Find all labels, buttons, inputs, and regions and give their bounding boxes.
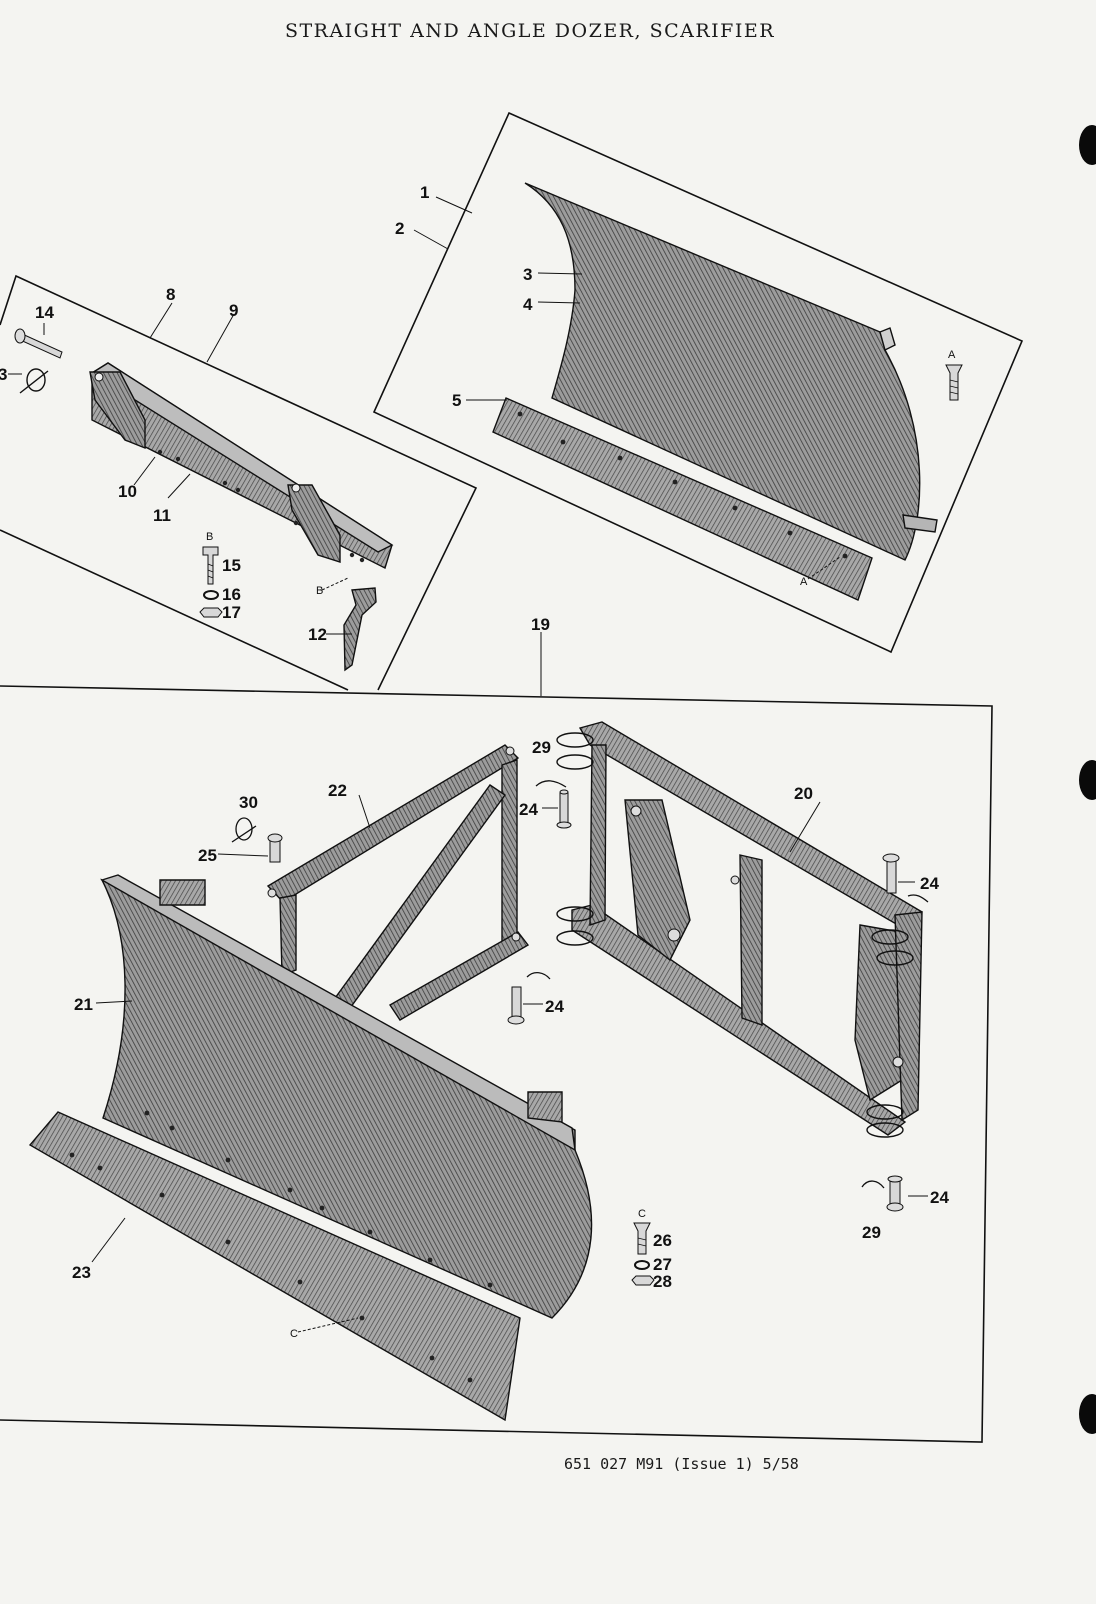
callout-9: 9 [229,301,238,320]
callout-4: 4 [523,295,533,314]
push-frame-20 [556,721,923,1138]
callout-27: 27 [653,1255,672,1274]
angle-dozer-blade-21 [100,874,593,1319]
letter-A-blade: A [800,576,808,588]
letter-A-bolt: A [948,349,956,361]
document-reference: 651 027 M91 (Issue 1) 5/58 [564,1455,799,1473]
pin-24-right [882,853,900,894]
callout-14: 14 [35,303,54,322]
callout-28: 28 [653,1272,672,1291]
bolt-C-stack [631,1222,655,1286]
letter-C-bolt: C [638,1208,646,1220]
letter-B-bar: B [316,585,323,597]
callout-24-top: 24 [519,800,538,819]
callout-11: 11 [153,506,171,525]
callout-23: 23 [72,1263,91,1282]
callout-16: 16 [222,585,241,604]
straight-dozer-frame [372,111,1024,654]
scarifier-panel [0,274,478,691]
angle-dozer-panel [0,632,993,1443]
brace-22 [266,744,530,1021]
callout-22: 22 [328,781,347,800]
clip-middle [526,972,551,980]
pin-24-middle [507,986,525,1025]
letter-B-bolt: B [206,531,213,543]
callout-2: 2 [395,219,404,238]
bolt-B-stack [199,546,223,618]
callout-24-middle: 24 [545,997,564,1016]
callout-1: 1 [420,183,429,202]
callout-29-lower: 29 [862,1223,881,1242]
callout-12: 12 [308,625,327,644]
clip-3 [19,368,49,394]
callout-5: 5 [452,391,461,410]
callout-24-lower: 24 [930,1188,949,1207]
callout-26: 26 [653,1231,672,1250]
pin-14 [14,328,63,359]
straight-dozer-blade [524,182,938,561]
straight-dozer-panel [372,111,1024,654]
cutting-edge-23 [28,1111,521,1422]
callout-8: 8 [166,285,175,304]
clip-29-top [535,780,567,788]
straight-dozer-cutting-edge [492,397,873,601]
callout-labels: 1 2 3 4 5 8 9 10 11 12 3 14 15 16 17 19 … [0,183,949,1291]
page-title: STRAIGHT AND ANGLE DOZER, SCARIFIER [285,20,775,42]
callout-21: 21 [74,995,93,1014]
scarifier-toolbar [89,362,394,570]
bolt-A [945,364,963,401]
pin-24-top [556,789,572,829]
callout-3: 3 [523,265,532,284]
clip-30 [231,817,257,843]
callout-30: 30 [239,793,258,812]
letter-keys: A A B B C C [206,349,956,1340]
letter-C-blade: C [290,1328,298,1340]
clip-right [907,894,929,903]
callout-10: 10 [118,482,137,501]
scarifier-tooth [343,587,377,672]
callout-29-top: 29 [532,738,551,757]
callout-19: 19 [531,615,550,634]
callout-25: 25 [198,846,217,865]
pin-24-lower [886,1175,904,1212]
callout-3-scarifier: 3 [0,365,7,384]
scarifier-frame [0,274,478,691]
callout-17: 17 [222,603,241,622]
binding-holes [1079,125,1096,1434]
pin-25 [267,833,283,863]
callout-24-right: 24 [920,874,939,893]
callout-20: 20 [794,784,813,803]
clip-29-lower [861,1180,885,1189]
callout-15: 15 [222,556,241,575]
angle-dozer-frame [0,685,993,1443]
